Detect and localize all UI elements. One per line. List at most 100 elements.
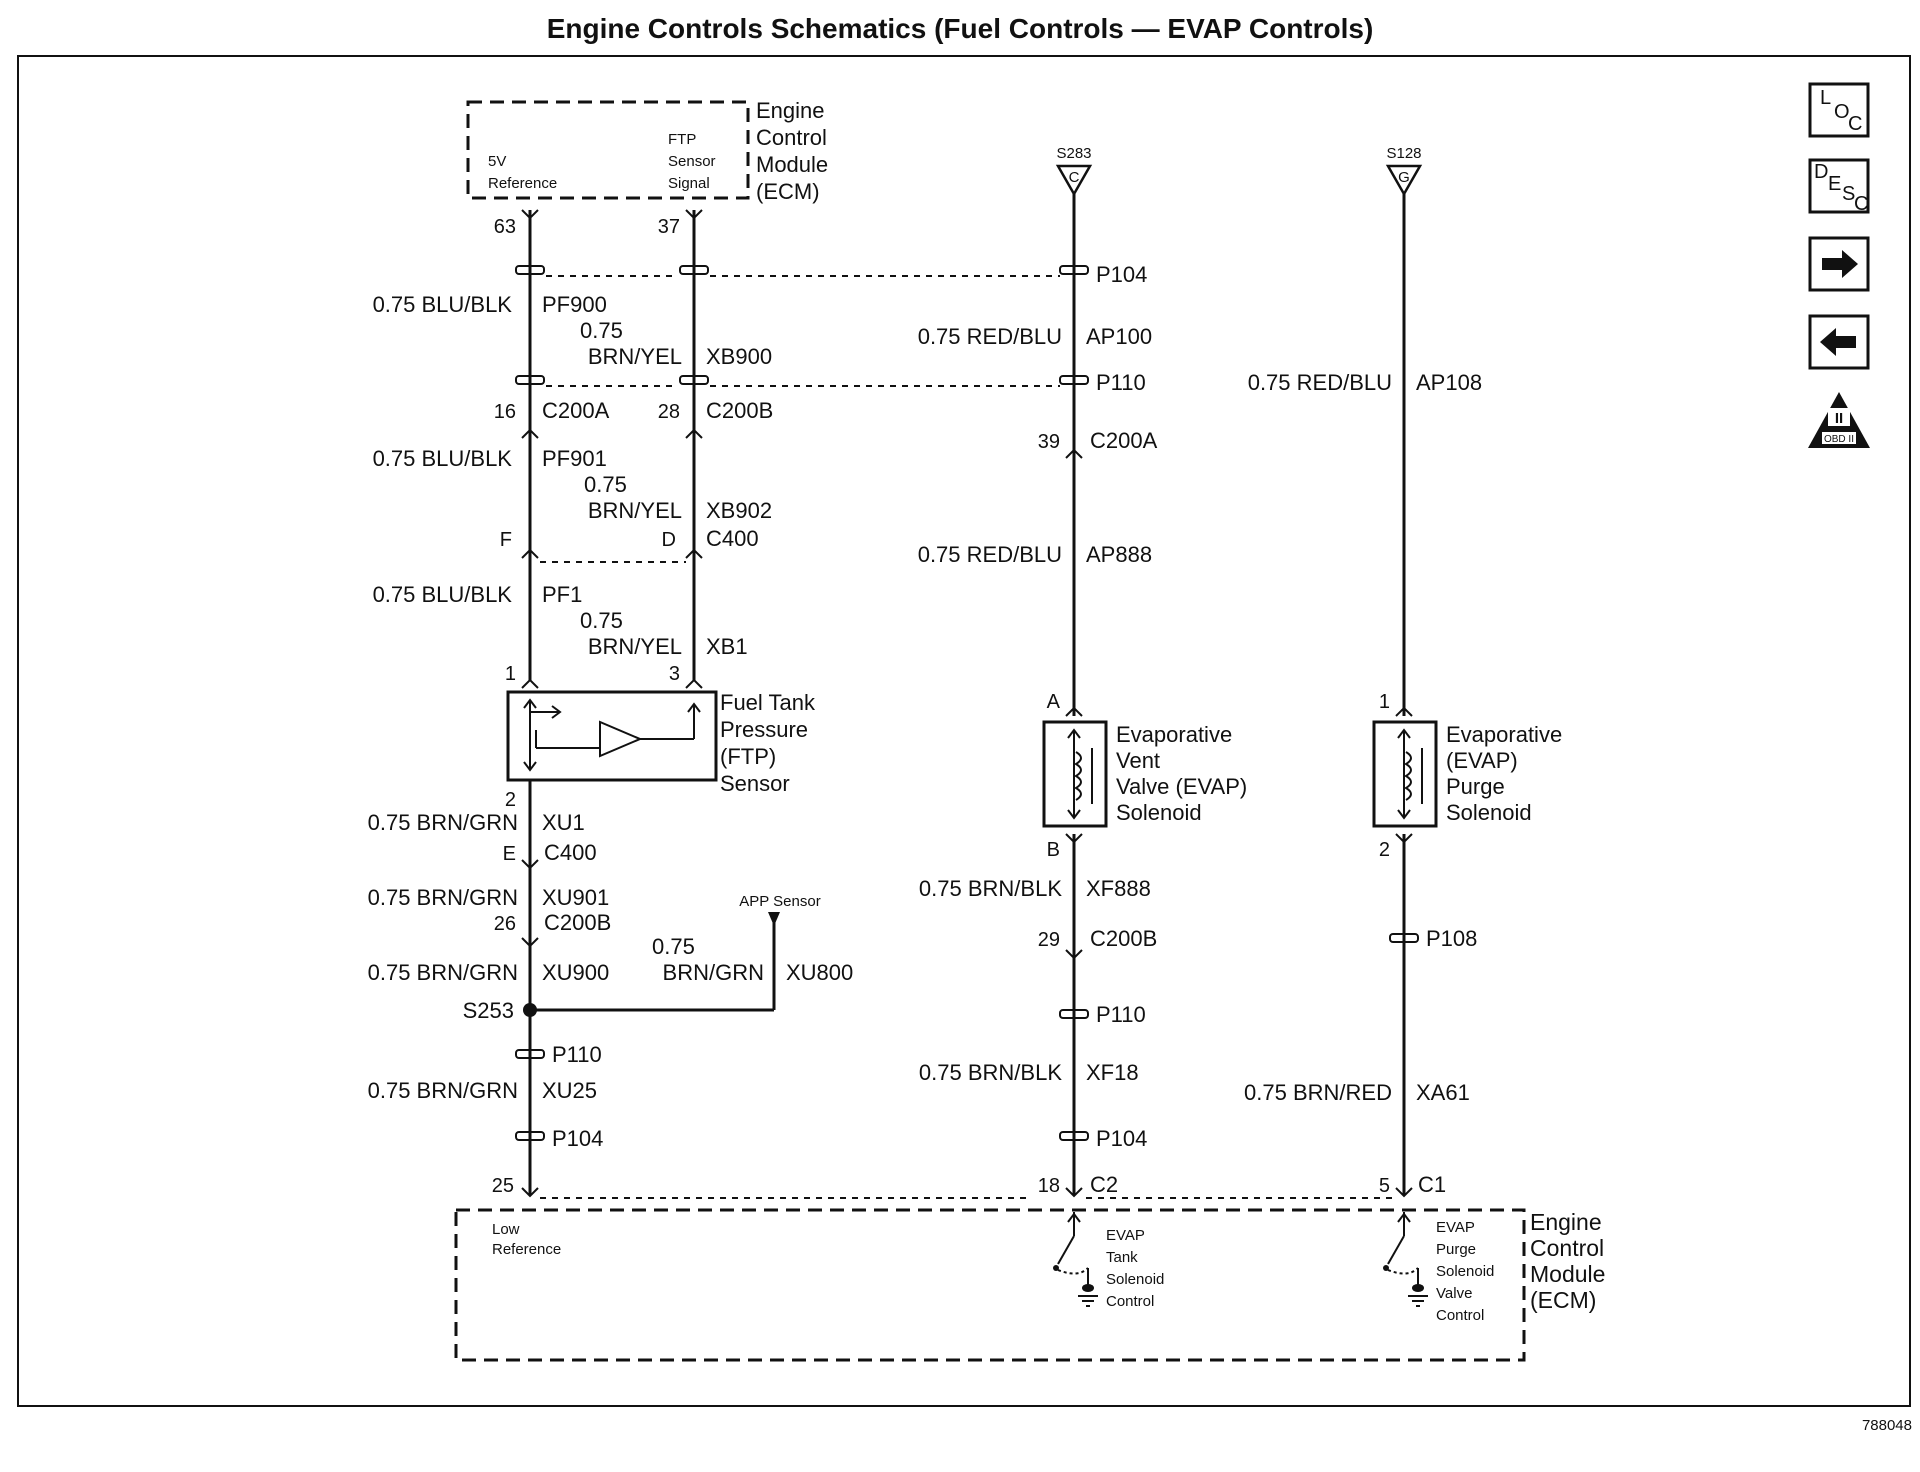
purge-control-switch — [1383, 1212, 1428, 1307]
ecm-pin-label-signal: Signal — [668, 175, 710, 192]
ecm-pin-label-reference: Reference — [488, 175, 557, 192]
low-reference-label-1: Low — [492, 1221, 520, 1238]
ftp-sensor: Fuel Tank Pressure (FTP) Sensor — [506, 690, 816, 796]
wire-label-ap108-color: 0.75 RED/BLU — [1248, 370, 1392, 395]
wire-label-xu1-color: 0.75 BRN/GRN — [368, 810, 518, 835]
connector-c200b-mid: C200B — [1090, 926, 1157, 951]
vent-solenoid: Evaporative Vent Valve (EVAP) Solenoid — [1042, 720, 1247, 828]
vent-label-2: Vent — [1116, 748, 1160, 773]
pin-26: 26 — [494, 913, 516, 935]
svg-text:O: O — [1834, 101, 1850, 123]
pin-25: 25 — [492, 1175, 514, 1197]
tank-control-label-3: Solenoid — [1106, 1271, 1164, 1288]
connector-p110-left: P110 — [552, 1042, 602, 1067]
pin-18: 18 — [1038, 1175, 1060, 1197]
splice-pack-p104 — [515, 265, 1060, 277]
wire-label-pf900-color: 0.75 BLU/BLK — [373, 292, 513, 317]
wire-label-xb902-color: BRN/YEL — [588, 498, 682, 523]
splice-s283-label: S283 — [1056, 145, 1091, 162]
connector-p108: P108 — [1426, 926, 1477, 951]
app-sensor-label: APP Sensor — [739, 893, 820, 910]
svg-text:C: C — [1854, 193, 1868, 215]
coil-icon — [1074, 751, 1082, 801]
ftp-label-3: (FTP) — [720, 744, 776, 769]
vent-label-4: Solenoid — [1116, 800, 1202, 825]
wire-label-xb1-gauge: 0.75 — [580, 608, 623, 633]
connector-p110-mid: P110 — [1096, 370, 1146, 395]
pin-29: 29 — [1038, 929, 1060, 951]
splice-s283-letter: C — [1069, 169, 1080, 186]
ftp-circuit: 63 37 0.75 BLU/BLK PF900 0.75 BRN/YEL XB… — [368, 209, 1060, 1199]
connector-c200a-left: C200A — [542, 398, 610, 423]
desc-icon[interactable]: D E S C — [1808, 158, 1870, 215]
wire-label-xb1: XB1 — [706, 634, 748, 659]
pin-28: 28 — [658, 401, 680, 423]
wire-label-pf1-color: 0.75 BLU/BLK — [373, 582, 513, 607]
wire-label-xu800: XU800 — [786, 960, 853, 985]
connector-p104-mid: P104 — [1096, 262, 1147, 287]
svg-text:S: S — [1842, 183, 1855, 205]
purge-control-label-5: Control — [1436, 1307, 1484, 1324]
splice-s128-letter: G — [1398, 169, 1410, 186]
pin-5: 5 — [1379, 1175, 1390, 1197]
tank-control-label-2: Tank — [1106, 1249, 1138, 1266]
ecm-bottom-box: Low Reference EVAP Tank Solenoid Control — [454, 1208, 1605, 1362]
ecm-top-name-3: Module — [756, 152, 828, 177]
wire-label-xb902: XB902 — [706, 498, 772, 523]
pin-3-ftp: 3 — [669, 663, 680, 685]
purge-solenoid: Evaporative (EVAP) Purge Solenoid — [1372, 720, 1562, 828]
wire-label-pf901: PF901 — [542, 446, 607, 471]
ecm-top-name-1: Engine — [756, 98, 825, 123]
wire-label-xb1-color: BRN/YEL — [588, 634, 682, 659]
back-arrow-icon[interactable] — [1808, 314, 1870, 370]
wire-label-xf888: XF888 — [1086, 876, 1151, 901]
ecm-top-box: 5V Reference FTP Sensor Signal Engine Co… — [466, 98, 828, 204]
connector-p104-left: P104 — [552, 1126, 603, 1151]
svg-text:OBD II: OBD II — [1824, 434, 1854, 445]
tank-control-label-1: EVAP — [1106, 1227, 1145, 1244]
ecm-top-name-4: (ECM) — [756, 179, 820, 204]
svg-text:L: L — [1820, 87, 1831, 109]
splice-pack-p110 — [515, 375, 1060, 387]
pin-2-ftp: 2 — [505, 789, 516, 811]
wire-label-xu800-color: BRN/GRN — [663, 960, 764, 985]
pin-D: D — [662, 529, 676, 551]
vent-circuit: S283 C P104 0.75 RED/BLU AP100 P110 39 C… — [918, 145, 1247, 1198]
pin-A: A — [1047, 691, 1061, 713]
pin-E: E — [503, 843, 516, 865]
wire-label-pf900: PF900 — [542, 292, 607, 317]
pin-37: 37 — [658, 216, 680, 238]
purge-circuit: S128 G 0.75 RED/BLU AP108 1 Evaporative … — [1086, 145, 1562, 1199]
wire-label-xf18: XF18 — [1086, 1060, 1139, 1085]
connector-c400-top: C400 — [706, 526, 759, 551]
obd-ii-icon[interactable]: II OBD II — [1808, 392, 1870, 448]
vent-label-1: Evaporative — [1116, 722, 1232, 747]
connector-p104-mid-bottom: P104 — [1096, 1126, 1147, 1151]
connector-c200a-mid: C200A — [1090, 428, 1158, 453]
app-sensor-terminal — [768, 912, 780, 926]
ecm-bottom-name-4: (ECM) — [1530, 1287, 1596, 1313]
forward-arrow-icon[interactable] — [1808, 236, 1870, 292]
tank-control-label-4: Control — [1106, 1293, 1154, 1310]
ftp-label-2: Pressure — [720, 717, 808, 742]
ecm-pin-label-sensor: Sensor — [668, 153, 716, 170]
wire-label-xu901-color: 0.75 BRN/GRN — [368, 885, 518, 910]
wire-label-xu25-color: 0.75 BRN/GRN — [368, 1078, 518, 1103]
pin-1-purge: 1 — [1379, 691, 1390, 713]
wire-label-ap888-color: 0.75 RED/BLU — [918, 542, 1062, 567]
page-title: Engine Controls Schematics (Fuel Control… — [547, 13, 1374, 44]
wire-label-xf18-color: 0.75 BRN/BLK — [919, 1060, 1062, 1085]
wire-label-xu900: XU900 — [542, 960, 609, 985]
splice-s253-label: S253 — [463, 998, 514, 1023]
connector-c400-bottom: C400 — [544, 840, 597, 865]
loc-icon[interactable]: L O C — [1808, 82, 1870, 138]
vent-label-3: Valve (EVAP) — [1116, 774, 1247, 799]
wire-label-xu1: XU1 — [542, 810, 585, 835]
wire-label-xa61: XA61 — [1416, 1080, 1470, 1105]
wire-label-xb900-gauge: 0.75 — [580, 318, 623, 343]
wire-label-xb900-color: BRN/YEL — [588, 344, 682, 369]
purge-label-1: Evaporative — [1446, 722, 1562, 747]
low-reference-label-2: Reference — [492, 1241, 561, 1258]
diagram-frame — [17, 55, 1911, 1407]
connector-c200b-left: C200B — [544, 910, 611, 935]
